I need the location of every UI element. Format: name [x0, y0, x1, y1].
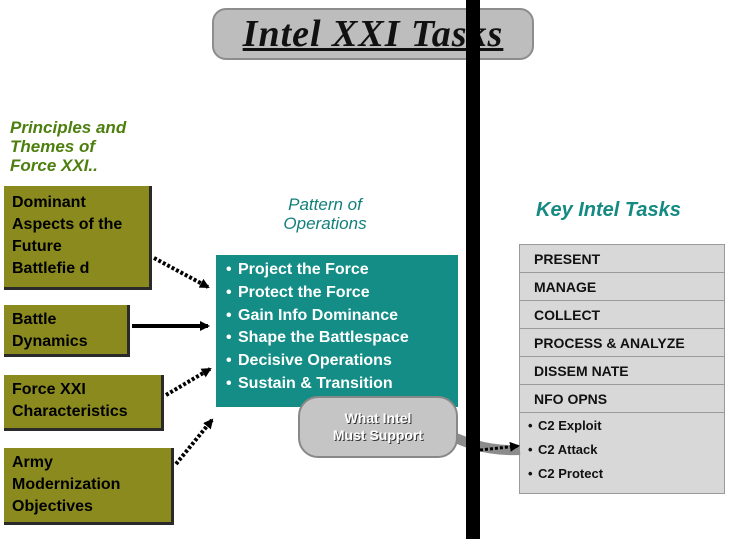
arrow-characteristics-to-ops	[164, 367, 212, 397]
task-row-collect: COLLECT	[520, 301, 724, 329]
arrow-dominant-to-ops	[153, 256, 210, 289]
task-row-disseminate: DISSEM NATE	[520, 357, 724, 385]
operation-item: •Gain Info Dominance	[226, 306, 399, 324]
key-tasks-heading: Key Intel Tasks	[536, 199, 681, 221]
principles-heading: Principles and Themes of Force XXI..	[10, 118, 127, 175]
principle-box-dominant-aspects: Dominant Aspects of the Future Battlefie…	[4, 186, 152, 290]
vertical-divider	[466, 0, 480, 539]
principle-box-force-xxi-characteristics: Force XXI Characteristics	[4, 375, 164, 431]
operation-item: •Protect the Force	[226, 283, 370, 301]
subtask-c2-protect: •C2 Protect	[528, 465, 604, 481]
title-banner: Intel XXI Tasks	[212, 8, 534, 60]
operation-label: Protect the Force	[238, 283, 370, 301]
operation-label: Gain Info Dominance	[238, 306, 399, 324]
principle-box-battle-dynamics: Battle Dynamics	[4, 305, 130, 357]
operation-item: •Project the Force	[226, 261, 369, 278]
operation-label: Project the Force	[238, 261, 369, 278]
subtask-label: C2 Protect	[538, 465, 604, 481]
operation-label: Decisive Operations	[238, 352, 392, 370]
operation-label: Shape the Battlespace	[238, 329, 409, 347]
subtask-label: C2 Attack	[538, 441, 598, 457]
operation-item: •Shape the Battlespace	[226, 329, 409, 347]
operation-item: •Decisive Operations	[226, 352, 392, 370]
pattern-heading: Pattern of Operations	[283, 195, 367, 233]
what-intel-must-support-callout: What Intel Must Support	[298, 396, 458, 458]
principle-box-army-modernization: Army Modernization Objectives	[4, 448, 174, 525]
operations-box: •Project the Force •Protect the Force •G…	[216, 255, 458, 407]
subtask-c2-attack: •C2 Attack	[528, 441, 598, 457]
arrow-modernization-to-ops	[174, 418, 214, 466]
subtask-c2-exploit: •C2 Exploit	[528, 417, 602, 433]
operation-item: •Sustain & Transition	[226, 374, 393, 392]
operation-label: Sustain & Transition	[238, 374, 393, 392]
operations-list: •Project the Force •Protect the Force •G…	[226, 259, 458, 396]
task-row-info-ops: NFO OPNS	[520, 385, 724, 413]
page-title: Intel XXI Tasks	[242, 13, 504, 55]
task-row-manage: MANAGE	[520, 273, 724, 301]
task-row-present: PRESENT	[520, 245, 724, 273]
subtask-label: C2 Exploit	[538, 417, 602, 433]
key-tasks-table: PRESENT MANAGE COLLECT PROCESS & ANALYZE…	[519, 244, 725, 494]
task-row-process-analyze: PROCESS & ANALYZE	[520, 329, 724, 357]
arrow-support-to-tasks	[479, 441, 520, 452]
